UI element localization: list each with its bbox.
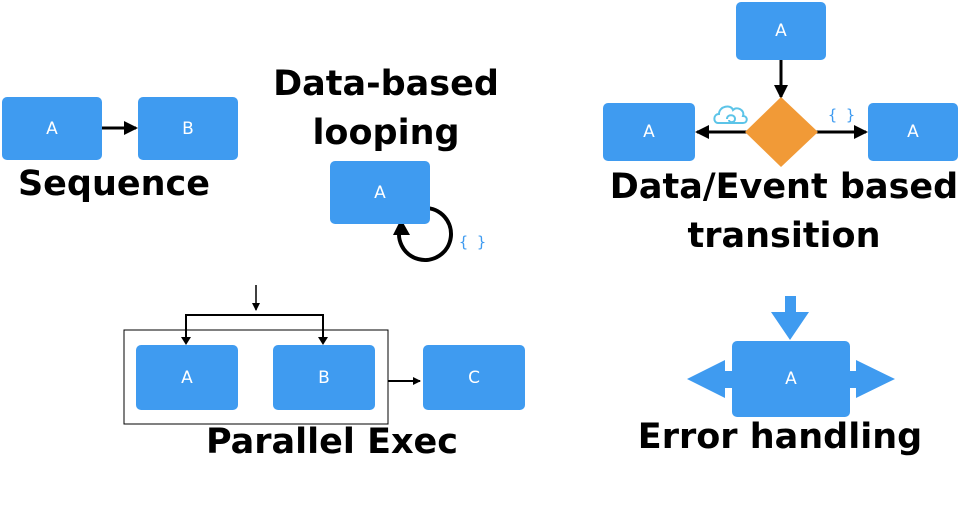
parallel-fork-head-a	[181, 337, 191, 345]
looping-braces: { }	[459, 233, 487, 251]
parallel-node-c[interactable]: C	[423, 345, 525, 410]
error-node[interactable]: A	[732, 341, 850, 417]
loop-arrow	[397, 206, 453, 262]
transition-top-node[interactable]: A	[736, 2, 826, 60]
parallel-group-frame	[123, 329, 389, 425]
parallel-node-a[interactable]: A	[136, 345, 238, 410]
transition-title-line1: Data/Event based	[609, 167, 959, 207]
parallel-fork-line	[185, 314, 324, 341]
transition-right-node[interactable]: A	[868, 103, 958, 161]
cloud-icon	[713, 105, 748, 124]
parallel-node-b[interactable]: B	[273, 345, 375, 410]
error-top-arrow	[771, 296, 809, 340]
parallel-fork-head-b	[318, 337, 328, 345]
sequence-title: Sequence	[17, 164, 211, 204]
transition-braces: { }	[828, 106, 856, 124]
looping-title-line1: Data-based	[273, 64, 499, 104]
transition-left-node[interactable]: A	[603, 103, 695, 161]
loop-arrow-head	[393, 219, 410, 235]
decision-diamond	[745, 97, 818, 167]
parallel-title: Parallel Exec	[205, 422, 459, 462]
sequence-node-a[interactable]: A	[2, 97, 102, 160]
sequence-node-b[interactable]: B	[138, 97, 238, 160]
transition-title-line2: transition	[687, 216, 881, 256]
error-right-arrow	[849, 360, 895, 398]
looping-title-line2: looping	[312, 113, 460, 153]
error-handling-title: Error handling	[637, 417, 923, 457]
looping-node[interactable]: A	[330, 161, 430, 224]
error-left-arrow	[687, 360, 733, 398]
